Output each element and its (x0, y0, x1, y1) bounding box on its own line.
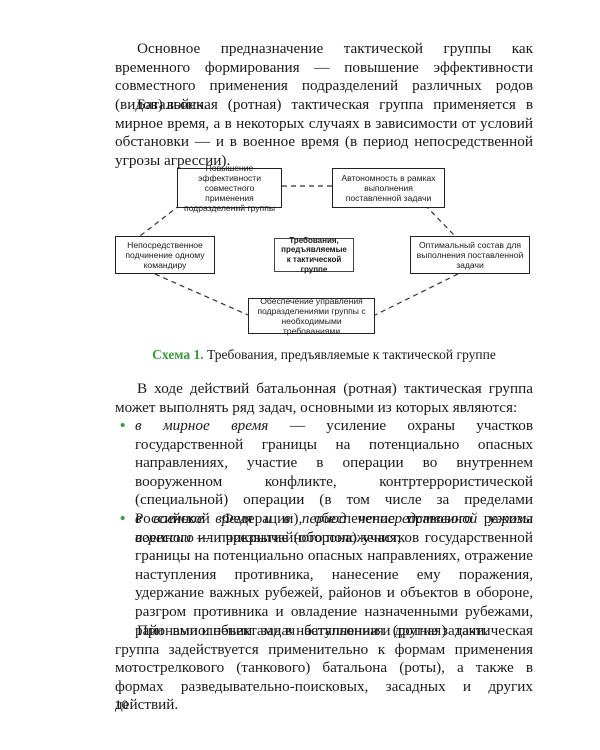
connector-top-right (424, 204, 456, 237)
diagram-box-optimal-composition: Оптимальный состав для выполнения постав… (410, 236, 530, 274)
caption-text: Требования, предъявляемые к тактической … (207, 347, 496, 362)
connector-bottom-left (154, 273, 249, 316)
list-item-heading: в мирное время (135, 417, 269, 434)
list-item-body: — усиление охраны участков государственн… (135, 417, 533, 546)
intro-paragraph-1: Основное предназначение тактической груп… (115, 40, 533, 113)
intro-paragraph-2: Батальонная (ротная) тактическая группа … (115, 96, 533, 169)
tasks-intro-paragraph: В ходе действий батальонная (ротная) так… (115, 380, 533, 416)
connector-top-left (139, 204, 181, 237)
diagram-box-control: Обеспечение управления подразделениями г… (248, 296, 375, 336)
bullet-icon: • (120, 417, 126, 434)
list-item-body: — прикрытие (оборона) участков государст… (135, 528, 533, 639)
page-number: 10 (115, 698, 129, 712)
list-item-heading: в военное время и в период непосредствен… (135, 510, 533, 546)
diagram-box-efficiency: Повышение эффективности совместного прим… (177, 163, 282, 213)
bullet-icon: • (120, 510, 126, 527)
diagram-box-autonomy: Автономность в рамках выполнения поставл… (332, 168, 445, 208)
diagram-box-requirements: Требования, предъявляемые к тактической … (274, 236, 354, 274)
diagram-caption: Схема 1. Требования, предъявляемые к так… (115, 347, 533, 363)
list-item-wartime: • в военное время и в период непосредств… (120, 510, 533, 640)
connector-bottom-right (374, 273, 459, 316)
caption-lead: Схема 1. (152, 347, 204, 362)
diagram-box-single-command: Непосредственное подчинение одному коман… (115, 236, 215, 274)
list-item-peacetime: • в мирное время — усиление охраны участ… (120, 417, 533, 547)
closing-paragraph: При выполнении задач батальонная (ротная… (115, 622, 533, 714)
